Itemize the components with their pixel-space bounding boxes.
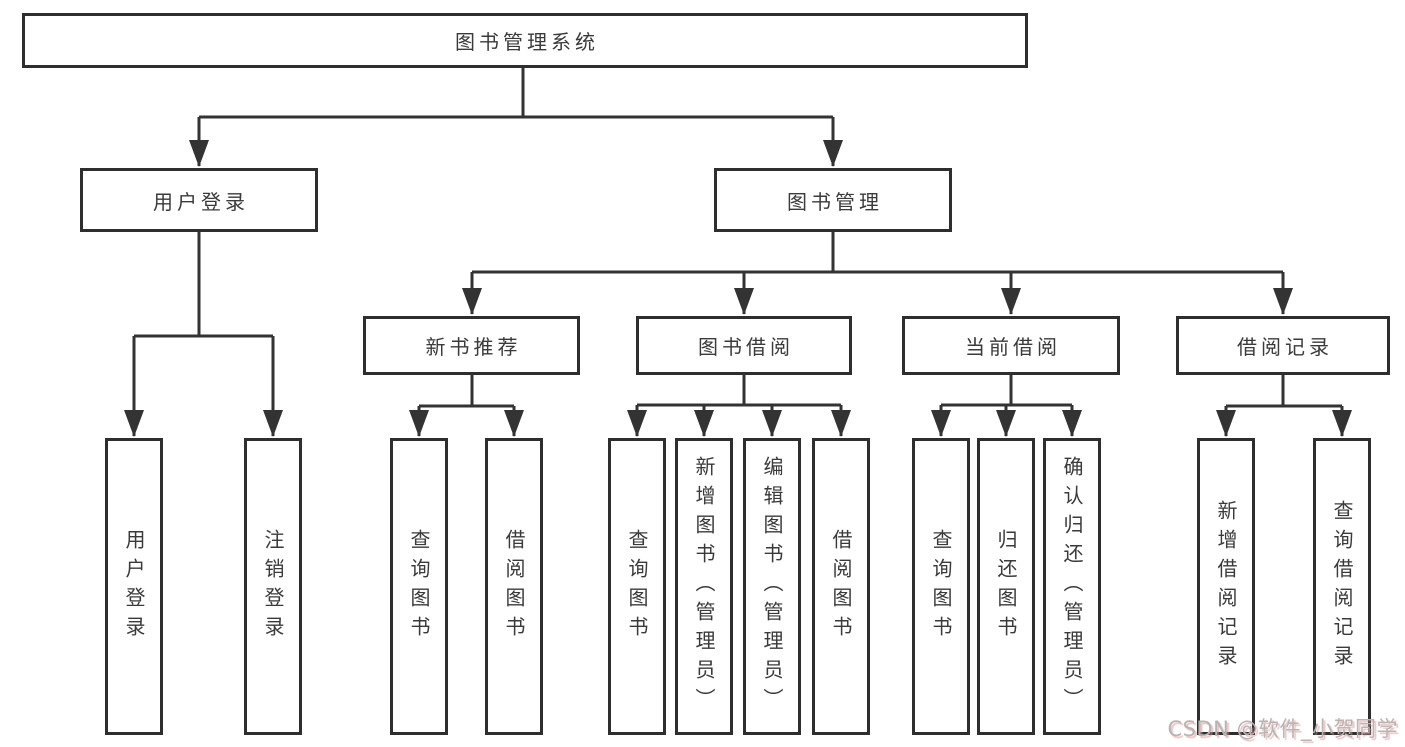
leaf-borrow-books-recommend-label: 借阅图书: [502, 528, 526, 645]
node-borrow-records-label: 借阅记录: [1237, 335, 1333, 359]
node-book-borrow-label: 图书借阅: [698, 335, 794, 359]
node-book-management-label: 图书管理: [787, 189, 883, 214]
leaf-user-login-label: 用户登录: [122, 528, 146, 645]
leaf-add-book-admin-label: 新增图书（管理员）: [692, 456, 716, 717]
connector-book-borrow-children: [627, 375, 851, 437]
node-new-book-recommend-label: 新书推荐: [425, 335, 522, 359]
leaf-confirm-return-admin-label: 确认归还（管理员）: [1060, 456, 1084, 717]
node-user-login-label: 用户登录: [153, 189, 249, 214]
leaf-user-login: 用户登录: [105, 438, 163, 735]
watermark-text: CSDN @软件_小贺同学: [1167, 717, 1398, 741]
leaf-query-books-recommend-label: 查询图书: [407, 528, 431, 645]
connector-borrow-records-children: [1216, 375, 1352, 437]
connector-book-mgmt-to-level3: [462, 232, 1293, 315]
leaf-logout-label: 注销登录: [261, 528, 285, 645]
connector-current-borrow-children: [931, 375, 1082, 437]
leaf-query-books-current: 查询图书: [912, 438, 970, 735]
leaf-query-books-current-label: 查询图书: [929, 528, 953, 645]
node-current-borrow: 当前借阅: [902, 316, 1120, 375]
connector-user-login-children: [124, 232, 283, 437]
leaf-add-book-admin: 新增图书（管理员）: [675, 438, 733, 735]
connector-root-to-level2: [189, 68, 843, 167]
leaf-edit-book-admin: 编辑图书（管理员）: [743, 438, 801, 735]
node-borrow-records: 借阅记录: [1176, 316, 1390, 375]
leaf-query-borrow-record-label: 查询借阅记录: [1330, 499, 1354, 674]
connector-new-book-children: [409, 375, 524, 437]
leaf-query-borrow-record: 查询借阅记录: [1313, 438, 1371, 735]
node-root: 图书管理系统: [22, 13, 1028, 68]
leaf-edit-book-admin-label: 编辑图书（管理员）: [760, 456, 784, 717]
node-current-borrow-label: 当前借阅: [965, 335, 1061, 359]
leaf-query-books-recommend: 查询图书: [390, 438, 448, 735]
leaf-logout: 注销登录: [244, 438, 302, 735]
leaf-return-book-label: 归还图书: [994, 528, 1018, 645]
leaf-borrow-books-label: 借阅图书: [829, 528, 853, 645]
leaf-add-borrow-record: 新增借阅记录: [1197, 438, 1255, 735]
node-user-login: 用户登录: [80, 168, 318, 232]
node-book-management: 图书管理: [714, 168, 952, 232]
node-book-borrow: 图书借阅: [636, 316, 852, 375]
leaf-query-books-borrow: 查询图书: [608, 438, 666, 735]
leaf-add-borrow-record-label: 新增借阅记录: [1214, 499, 1238, 674]
node-new-book-recommend: 新书推荐: [363, 316, 580, 375]
leaf-confirm-return-admin: 确认归还（管理员）: [1043, 438, 1101, 735]
leaf-query-books-borrow-label: 查询图书: [625, 528, 649, 645]
leaf-borrow-books-recommend: 借阅图书: [485, 438, 543, 735]
leaf-borrow-books: 借阅图书: [812, 438, 870, 735]
node-root-label: 图书管理系统: [455, 30, 599, 54]
leaf-return-book: 归还图书: [977, 438, 1035, 735]
